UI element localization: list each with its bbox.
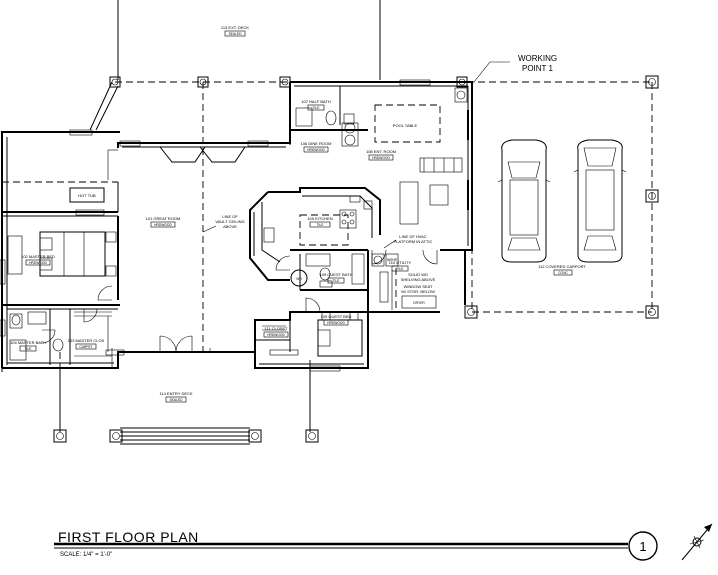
drawing-title: FIRST FLOOR PLAN [58,529,199,545]
room-name-master-clos-103: 103 MASTER CLOS [68,338,105,343]
note-hvac-line-2: PLATFORM IN ATTIC [394,239,433,244]
room-finish-closet-111: HRDWOOD [267,333,285,337]
sheet-number-circle [628,531,658,561]
note-vault-line-2: VAULT CEILING [215,219,244,224]
column-post [248,429,262,443]
room-finish-entry-deck-114: SEALED [169,398,183,402]
room-finish-master-bath-104: TILE [25,347,33,351]
north-arrow-icon [681,523,713,561]
drawing-scale: SCALE: 1/4" = 1'-0" [60,552,112,558]
room-finish-ext-deck-113: SEALED [228,32,242,36]
rear-deck-outline [117,0,381,80]
room-finish-half-bath-107: TILE [313,106,321,110]
room-name-kitchen-105: 105 KITCHEN [307,216,332,221]
column-post [645,75,659,89]
note-water-heater: WH [296,277,302,281]
room-name-master-bath-104: 104 MASTER BATH [10,340,46,345]
column-post [645,305,659,319]
room-finish-great-room-101: HRDWOOD [154,223,172,227]
room-name-guest-bath-109: 109 GUEST BATH [320,272,353,277]
room-finish-kitchen-105: TILE [317,223,325,227]
room-finish-master-bed-102: HRDWOOD [29,261,47,265]
room-name-master-bed-102: 102 MASTER BED [21,254,55,259]
note-window-seat-1: WINDOW SEAT [404,284,433,289]
room-name-guest-bed-109: 109 GUEST BED [321,314,352,319]
note-shelving-line-1: SOLID WD [408,272,428,277]
room-name-great-room-101: 101 GREAT ROOM [146,216,181,221]
windows [0,79,431,372]
note-shelving-line-2: SHELVING ABOVE [401,277,436,282]
car-outlines [497,139,627,263]
room-name-ext-deck-113: 113 EXT. DECK [221,25,249,30]
door-swings [41,249,438,353]
working-point-callout: WORKING POINT 1 [518,54,557,73]
note-window-seat-2: W/ STOR. BELOW [401,289,435,294]
room-name-dine-room-106: 106 DINE ROOM [301,141,332,146]
column-post [464,305,478,319]
entry-deck [59,368,311,445]
column-grid-lines [2,81,653,432]
sheet-number: 1 [639,539,646,554]
room-name-pool-table: POOL TABLE [393,123,418,128]
note-vault-line-3: ABOVE [223,224,237,229]
room-name-closet-111: 111 CLOSET [264,326,288,331]
room-finish-ent-room-108: HRDWOOD [372,156,390,160]
working-point-line-1: WORKING [518,54,557,63]
rear-deck-stair [89,81,119,180]
room-name-utility-110: 110 UTILITY [389,260,412,265]
fixtures [7,87,468,361]
working-point-line-2: POINT 1 [522,64,554,73]
note-leaders [202,61,510,249]
room-name-entry-deck-114: 114 ENTRY DECK [159,391,192,396]
room-labels: 113 EXT. DECK SEALED 107 HALF BATH TILE … [10,25,586,403]
note-vault-line-1: LINE OF [222,214,238,219]
room-finish-guest-bath-109: TILE [333,279,341,283]
note-washer: WSHR [387,258,398,262]
room-name-half-bath-107: 107 HALF BATH [301,99,331,104]
note-dryer: DRYER [413,301,425,305]
column-posts [53,75,659,443]
title-block: FIRST FLOOR PLAN SCALE: 1/4" = 1'-0" 1 [54,523,713,561]
column-post [197,76,209,88]
exterior-walls [1,81,473,372]
room-finish-dine-room-106: HRDWOOD [307,148,325,152]
room-finish-master-clos-103: CARPET [79,345,92,349]
room-finish-guest-bed-109: HRDWOOD [327,321,345,325]
room-finish-utility-110: TILE [397,267,405,271]
drawing-notes: LINE OF VAULT CEILING ABOVE LINE OF HVAC… [215,214,435,305]
column-post [305,429,319,443]
room-name-ent-room-108: 108 ENT. ROOM [366,149,396,154]
interior-walls [2,86,381,365]
room-finish-covered-carport-112: CONC [558,271,568,275]
note-hvac-line-1: LINE OF HVAC [399,234,427,239]
room-name-covered-carport-112: 112 COVERED CARPORT [538,264,586,269]
column-post [645,189,659,203]
room-name-hot-tub: HOT TUB [78,193,96,198]
